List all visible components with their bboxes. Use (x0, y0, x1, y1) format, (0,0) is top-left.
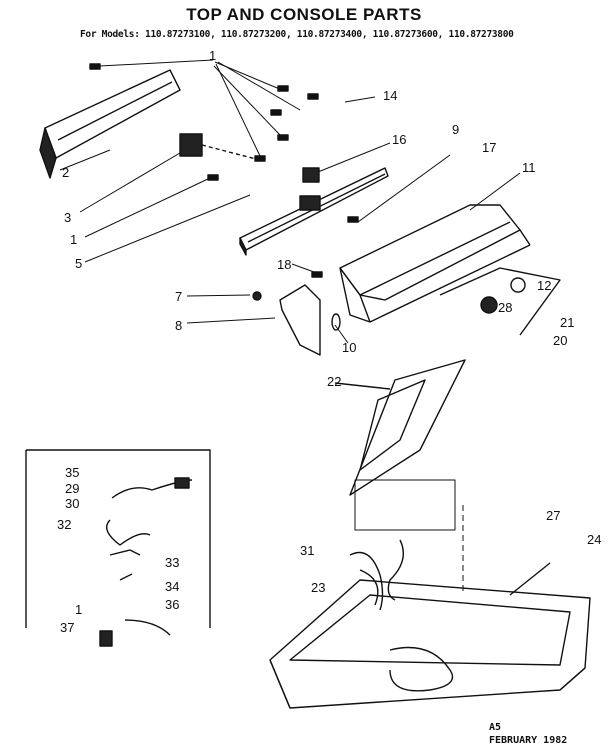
callout-35: 35 (65, 465, 79, 480)
knob-parts (439, 267, 561, 336)
end-cap-part (252, 284, 341, 356)
callout-9: 9 (452, 122, 459, 137)
callout-34: 34 (165, 579, 179, 594)
callout-20: 20 (553, 333, 567, 348)
footer-code: A5 (489, 722, 502, 733)
callout-37: 37 (60, 620, 74, 635)
callout-2: 2 (62, 165, 69, 180)
model-numbers: For Models: 110.87273100, 110.87273200, … (80, 29, 514, 40)
bracket-plate-part (39, 69, 181, 179)
lint-filter-part (334, 359, 466, 496)
callout-29: 29 (65, 481, 79, 496)
callout-3: 3 (64, 210, 71, 225)
wire-harness-part (349, 539, 454, 692)
console-panel-part (339, 204, 531, 323)
callout-1: 1 (209, 48, 216, 63)
callout-33: 33 (165, 555, 179, 570)
callout-30: 30 (65, 496, 79, 511)
callout-27: 27 (546, 508, 560, 523)
switch-part (179, 133, 261, 161)
footer-stamp: A5 FEBRUARY 1982 (489, 721, 567, 747)
callout-10: 10 (342, 340, 356, 355)
callout-18: 18 (277, 257, 291, 272)
callout-21: 21 (560, 315, 574, 330)
callout-36: 36 (165, 597, 179, 612)
callout-labels: 1 14 16 9 17 11 2 3 1 5 18 12 21 28 20 7… (57, 48, 601, 635)
control-rail-part (239, 167, 389, 256)
callout-31: 31 (300, 543, 314, 558)
clip-part (302, 167, 320, 183)
callout-28: 28 (498, 300, 512, 315)
callout-5: 5 (75, 256, 82, 271)
screw-icons (89, 63, 359, 278)
callout-23: 23 (311, 580, 325, 595)
page-title: TOP AND CONSOLE PARTS (186, 5, 422, 24)
callout-24: 24 (587, 532, 601, 547)
callout-16: 16 (392, 132, 406, 147)
footer-date: FEBRUARY 1982 (489, 735, 568, 746)
callout-14: 14 (383, 88, 397, 103)
callout-1: 1 (70, 232, 77, 247)
callout-12: 12 (537, 278, 551, 293)
callout-7: 7 (175, 289, 182, 304)
callout-1: 1 (75, 602, 82, 617)
callout-8: 8 (175, 318, 182, 333)
leader-lines (59, 59, 521, 344)
callout-11: 11 (522, 160, 536, 175)
callout-22: 22 (327, 374, 341, 389)
inset-detail-box (25, 449, 211, 647)
callout-17: 17 (482, 140, 496, 155)
dryer-top-part (269, 562, 591, 709)
callout-32: 32 (57, 517, 71, 532)
